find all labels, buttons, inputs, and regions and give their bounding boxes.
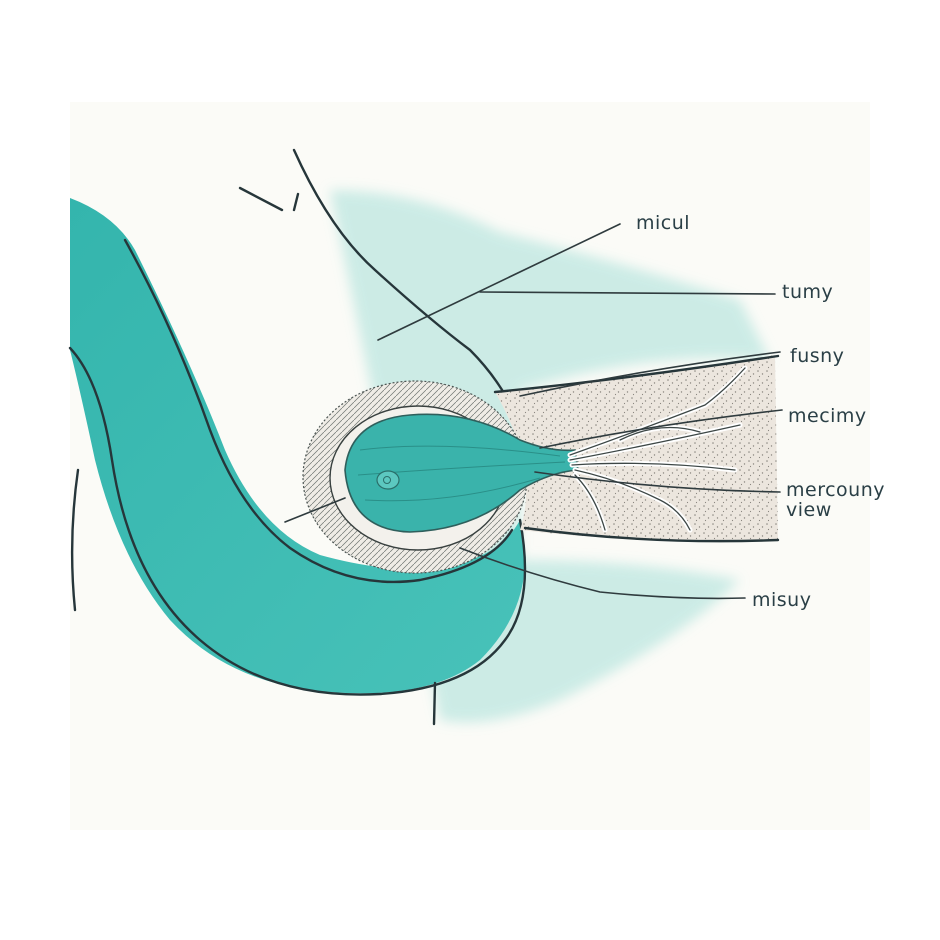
branching-fibers-outline <box>569 367 746 531</box>
tick-mark-2 <box>292 192 300 212</box>
label-mecimy: mecimy <box>788 405 867 427</box>
label-micul: micul <box>636 212 690 234</box>
label-fusny: fusny <box>790 345 844 367</box>
leader-micul <box>377 223 621 341</box>
stipple-band-top-edge <box>493 354 780 394</box>
stipple-band-bottom-edge <box>523 526 780 543</box>
tick-mark-1 <box>238 186 284 212</box>
bulb-nucleus <box>376 470 400 490</box>
bulb-fiber-1 <box>359 445 561 457</box>
bulb-fiber-3 <box>364 477 541 502</box>
label-mercouny-view: mercouny view <box>786 479 892 521</box>
leader-misuy <box>459 547 746 600</box>
curve-outer-outline <box>68 346 527 696</box>
left-edge-arc <box>70 468 80 612</box>
leader-mercouny-view <box>534 471 781 493</box>
label-tumy: tumy <box>782 281 833 303</box>
leader-left-pointer <box>284 497 346 523</box>
bulb-nucleus-center <box>383 476 391 484</box>
stem-line <box>432 681 437 726</box>
curve-inner-outline <box>123 238 514 584</box>
label-misuy: misuy <box>752 589 811 611</box>
leader-mecimy <box>539 409 783 449</box>
leader-fusny <box>519 351 781 397</box>
top-sweep-line <box>292 148 524 432</box>
leader-tumy <box>479 291 776 295</box>
